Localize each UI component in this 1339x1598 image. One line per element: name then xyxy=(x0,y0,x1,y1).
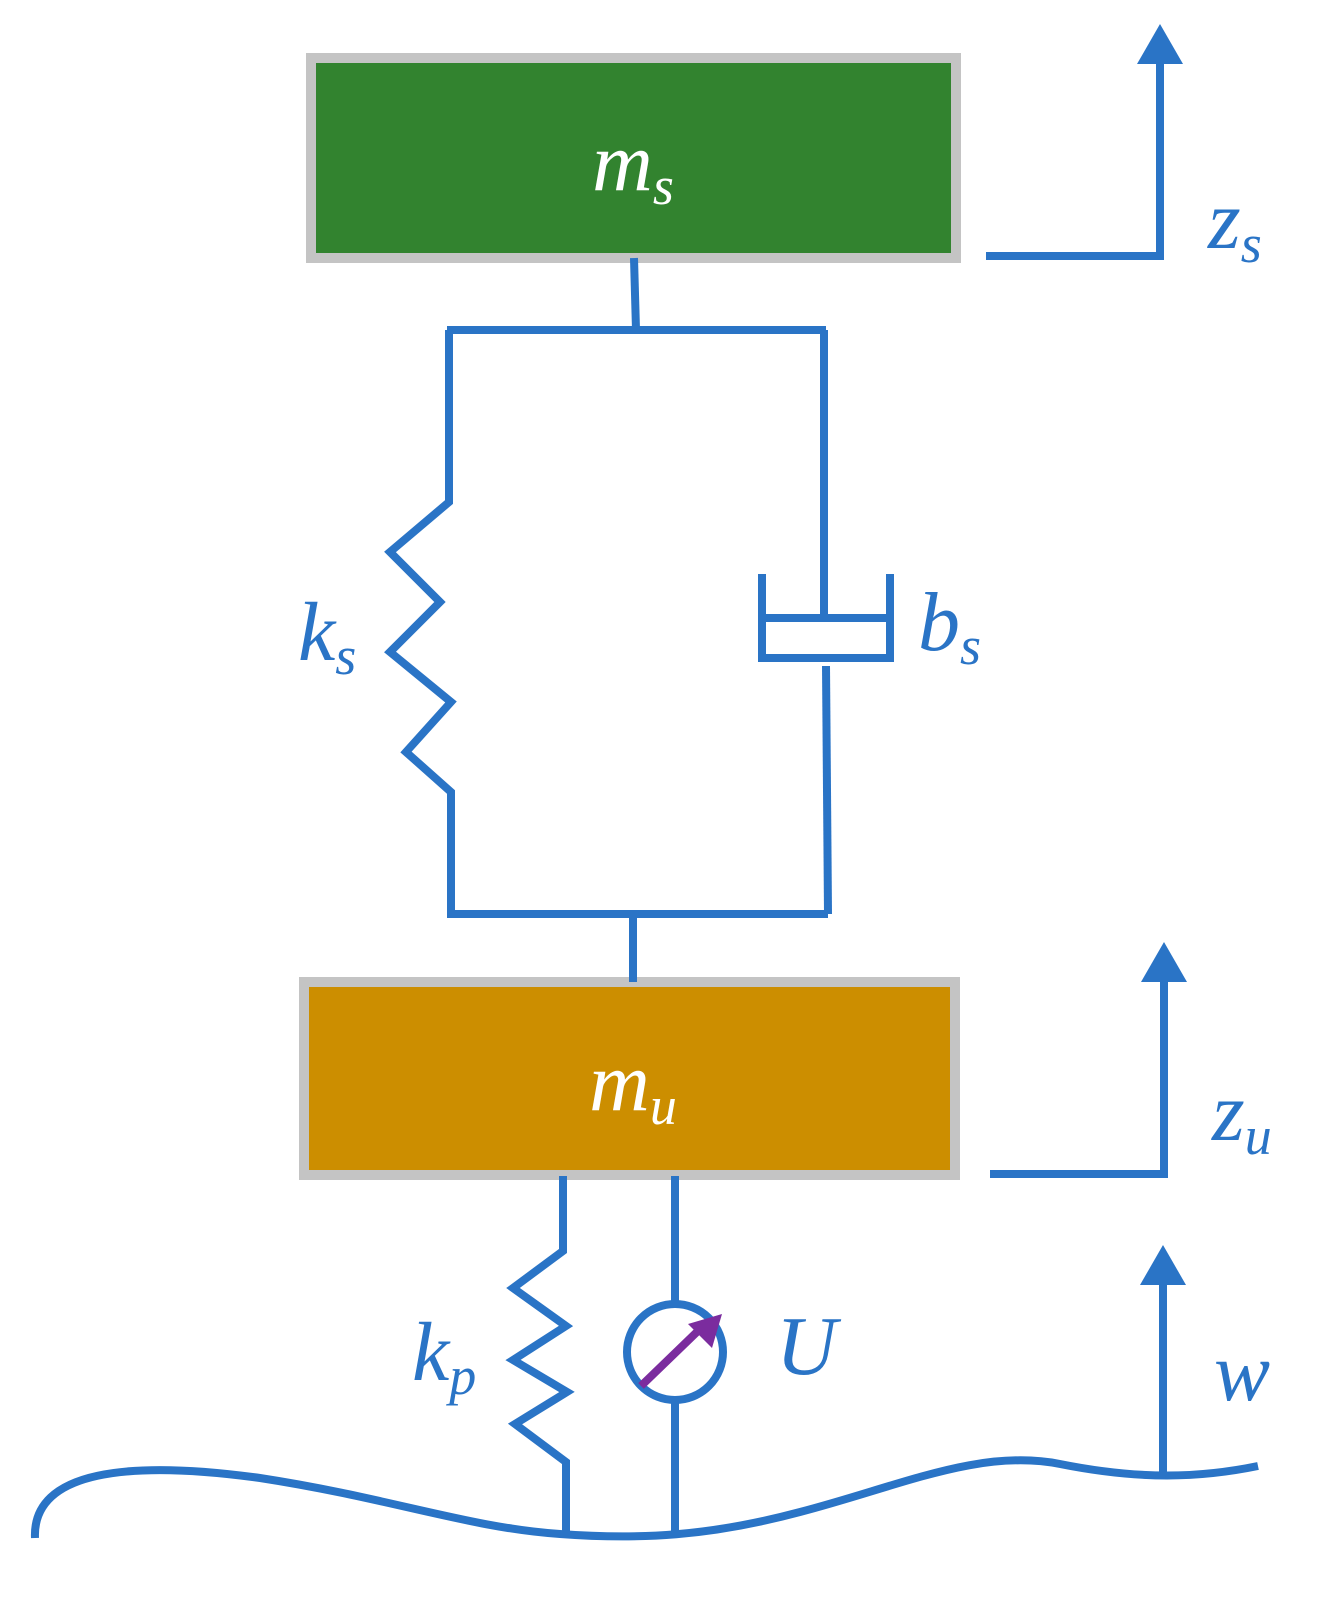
actuator-arrowhead xyxy=(688,1314,722,1348)
road-surface xyxy=(30,1456,1259,1541)
sprung-mass-block xyxy=(306,53,961,263)
upper-connector xyxy=(630,257,640,331)
suspension-spring-label: ks xyxy=(298,586,356,686)
unsprung-displacement-label: zu xyxy=(1211,1066,1272,1166)
damper-cylinder xyxy=(758,574,894,662)
sprung-mass-label: ms xyxy=(592,116,674,216)
road-input-arrowhead xyxy=(1140,1245,1186,1285)
unsprung-displacement-bracket xyxy=(990,980,1168,1178)
suspension-spring xyxy=(384,330,457,914)
unsprung-mass-label: mu xyxy=(589,1036,677,1136)
sprung-displacement-label: zs xyxy=(1207,174,1262,274)
damper-lower-rod xyxy=(822,665,832,915)
road-input-label: w xyxy=(1214,1326,1270,1419)
tire-spring xyxy=(505,1176,575,1534)
sprung-displacement-arrowhead xyxy=(1137,24,1183,64)
actuator-arrow-shaft xyxy=(638,1326,703,1389)
sprung-displacement-bracket xyxy=(986,62,1164,260)
tire-spring-label: kp xyxy=(412,1306,476,1406)
unsprung-displacement-arrowhead xyxy=(1141,942,1187,982)
damper-label: bs xyxy=(918,576,981,676)
actuator-label: U xyxy=(776,1300,842,1393)
